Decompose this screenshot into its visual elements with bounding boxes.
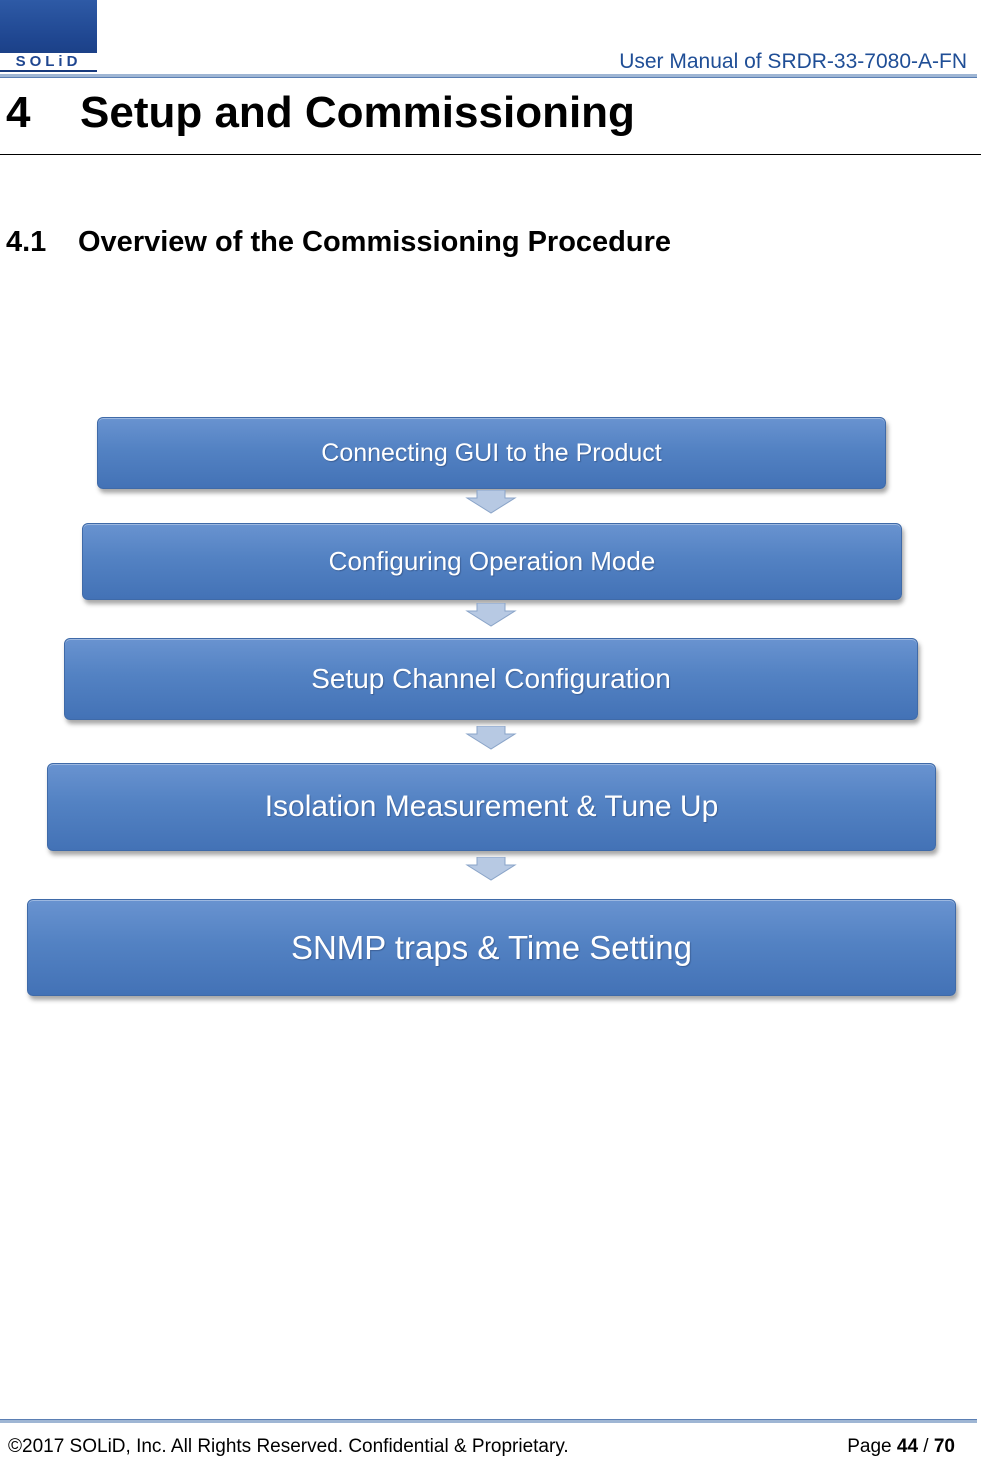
down-arrow-icon bbox=[465, 857, 517, 881]
chapter-heading: 4 Setup and Commissioning bbox=[6, 88, 635, 138]
section-number: 4.1 bbox=[6, 226, 47, 258]
flow-step-label: SNMP traps & Time Setting bbox=[290, 928, 693, 966]
section-title: Overview of the Commissioning Procedure bbox=[78, 226, 672, 258]
down-arrow-icon bbox=[465, 726, 517, 750]
logo-text: SOLiD bbox=[0, 53, 97, 70]
down-arrow-icon bbox=[465, 603, 517, 627]
page-current: 44 bbox=[896, 1436, 919, 1457]
header-divider bbox=[0, 74, 977, 78]
flow-step-channel-configuration: Setup Channel Configuration bbox=[64, 638, 918, 720]
page-label: Page bbox=[847, 1436, 892, 1457]
flow-step-label: Configuring Operation Mode bbox=[328, 546, 656, 576]
flow-step-label: Setup Channel Configuration bbox=[311, 663, 671, 694]
page-total: 70 bbox=[933, 1436, 955, 1457]
chapter-title: Setup and Commissioning bbox=[80, 88, 635, 137]
page-separator: / bbox=[923, 1436, 929, 1457]
solid-logo: SOLiD bbox=[0, 0, 97, 72]
section-heading: 4.1 Overview of the Commissioning Procedu… bbox=[6, 226, 671, 259]
flow-step-snmp-traps: SNMP traps & Time Setting bbox=[27, 899, 956, 996]
footer-copyright: ©2017 SOLiD, Inc. All Rights Reserved. C… bbox=[8, 1436, 569, 1457]
page-number: Page 44 / 70 bbox=[847, 1436, 955, 1458]
chapter-number: 4 bbox=[6, 88, 31, 137]
flow-step-operation-mode: Configuring Operation Mode bbox=[82, 523, 902, 600]
flow-step-label: Connecting GUI to the Product bbox=[321, 438, 662, 467]
footer-divider bbox=[0, 1419, 977, 1423]
flow-step-label: Isolation Measurement & Tune Up bbox=[264, 790, 719, 823]
flow-step-isolation-measurement: Isolation Measurement & Tune Up bbox=[47, 763, 936, 851]
chapter-rule bbox=[0, 154, 981, 155]
down-arrow-icon bbox=[465, 490, 517, 514]
flow-step-connecting-gui: Connecting GUI to the Product bbox=[97, 417, 886, 489]
document-header-title: User Manual of SRDR-33-7080-A-FN bbox=[619, 50, 967, 73]
